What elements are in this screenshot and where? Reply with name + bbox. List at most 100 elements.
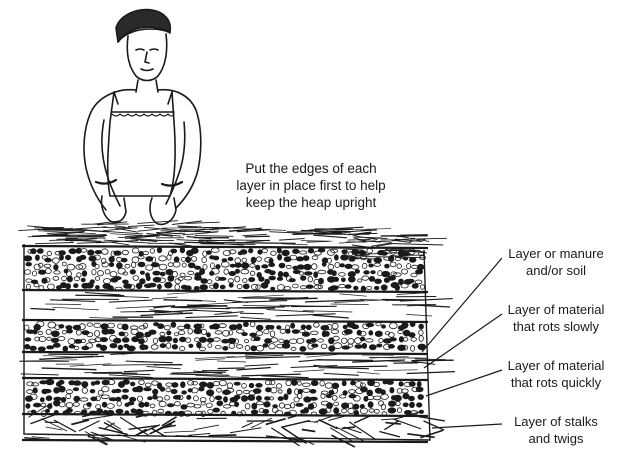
soil-particle bbox=[116, 409, 123, 413]
soil-particle bbox=[213, 338, 220, 342]
soil-particle bbox=[136, 386, 143, 392]
soil-particle bbox=[194, 405, 201, 408]
soil-particle bbox=[409, 258, 416, 263]
straw-strand bbox=[331, 304, 369, 305]
soil-particle bbox=[371, 271, 376, 274]
soil-particle bbox=[284, 405, 290, 409]
soil-particle bbox=[73, 381, 81, 386]
soil-particle bbox=[59, 386, 66, 392]
soil-particle bbox=[355, 270, 360, 274]
soil-particle bbox=[172, 383, 178, 388]
soil-particle bbox=[32, 271, 36, 276]
soil-particle bbox=[207, 333, 211, 337]
soil-particle bbox=[319, 278, 324, 284]
leader-lines bbox=[422, 258, 502, 428]
soil-particle bbox=[201, 279, 208, 284]
soil-particle bbox=[180, 247, 185, 253]
soil-particle bbox=[113, 338, 121, 343]
soil-particle bbox=[30, 346, 37, 350]
twig bbox=[319, 420, 338, 429]
soil-particle bbox=[339, 273, 346, 277]
soil-particle bbox=[381, 285, 387, 290]
left-arm-inner bbox=[102, 120, 120, 206]
label-slow-layer: Layer of material that rots slowly bbox=[486, 301, 617, 335]
soil-particle bbox=[240, 250, 247, 255]
soil-particle bbox=[270, 381, 275, 385]
soil-particle bbox=[234, 395, 240, 399]
soil-particle bbox=[108, 286, 113, 291]
soil-particle bbox=[66, 408, 72, 412]
soil-particle bbox=[33, 388, 37, 393]
straw-strand bbox=[21, 374, 59, 375]
soil-particle bbox=[341, 255, 349, 261]
soil-particle bbox=[250, 264, 256, 268]
soil-particle bbox=[181, 382, 186, 388]
soil-particle bbox=[249, 278, 255, 282]
straw-strand bbox=[369, 357, 427, 358]
soil-particle bbox=[210, 263, 214, 269]
soil-particle bbox=[318, 270, 326, 274]
soil-particle bbox=[417, 403, 422, 407]
soil-particle bbox=[153, 389, 158, 394]
neck bbox=[136, 80, 158, 92]
soil-particle bbox=[235, 276, 240, 282]
soil-particle bbox=[159, 264, 167, 270]
soil-particle bbox=[389, 401, 396, 407]
straw-strand bbox=[374, 370, 418, 371]
soil-particle bbox=[164, 325, 170, 329]
soil-particle bbox=[125, 264, 130, 268]
soil-particle bbox=[143, 251, 148, 254]
twig bbox=[71, 420, 89, 425]
soil-particle bbox=[390, 387, 394, 393]
soil-particle bbox=[182, 391, 187, 394]
soil-particle bbox=[92, 262, 96, 267]
soil-particle bbox=[326, 394, 331, 397]
soil-particle bbox=[312, 344, 318, 347]
soil-particle bbox=[348, 339, 354, 345]
soil-particle bbox=[369, 345, 376, 350]
edge-straw-left bbox=[183, 232, 218, 235]
soil-particle bbox=[210, 396, 215, 402]
soil-particle bbox=[408, 279, 414, 283]
straw-strand bbox=[186, 316, 238, 318]
soil-particle bbox=[65, 255, 70, 260]
soil-particle bbox=[409, 333, 415, 337]
soil-particle bbox=[166, 336, 172, 341]
soil-particle bbox=[122, 395, 128, 399]
label-stalks-layer: Layer of stalks and twigs bbox=[486, 413, 617, 447]
soil-particle bbox=[160, 272, 165, 276]
soil-particle bbox=[123, 380, 130, 385]
soil-particle bbox=[25, 344, 30, 349]
soil-particle bbox=[292, 330, 299, 334]
soil-particle bbox=[66, 390, 72, 394]
soil-particle bbox=[46, 268, 52, 273]
soil-particle bbox=[374, 263, 380, 266]
soil-particle bbox=[87, 323, 93, 326]
soil-particle bbox=[62, 330, 66, 334]
soil-particle bbox=[401, 283, 408, 288]
soil-particle bbox=[355, 345, 362, 349]
layer-divider bbox=[22, 352, 428, 354]
soil-particle bbox=[59, 251, 66, 255]
soil-particle bbox=[102, 402, 107, 407]
soil-particle bbox=[256, 325, 263, 330]
soil-particle bbox=[314, 323, 320, 328]
soil-particle bbox=[262, 265, 268, 268]
straw-strand bbox=[19, 360, 77, 361]
soil-particle bbox=[270, 325, 274, 329]
soil-particle bbox=[389, 333, 395, 338]
soil-particle bbox=[282, 343, 290, 348]
soil-particle bbox=[334, 408, 339, 414]
soil-particle bbox=[362, 263, 367, 268]
soil-particle bbox=[102, 387, 109, 392]
label-line-2: that rots slowly bbox=[486, 318, 617, 335]
soil-particle bbox=[237, 345, 243, 349]
soil-particle bbox=[130, 397, 136, 401]
caption-line-2: layer in place first to help bbox=[218, 177, 404, 194]
soil-particle bbox=[395, 285, 400, 291]
soil-particle bbox=[191, 248, 198, 254]
straw-strand bbox=[324, 373, 359, 375]
soil-particle bbox=[139, 380, 145, 385]
soil-particle bbox=[345, 285, 351, 289]
twig bbox=[194, 425, 219, 430]
